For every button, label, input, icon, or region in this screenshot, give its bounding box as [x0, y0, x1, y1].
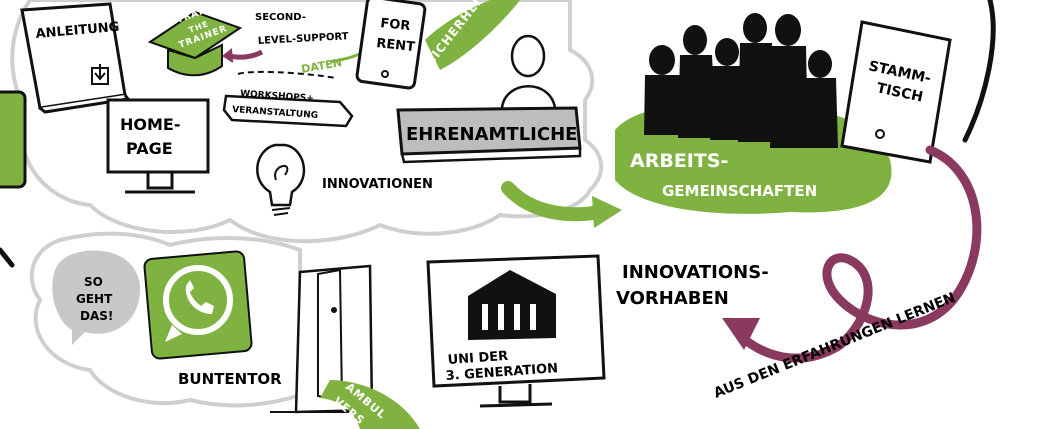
university-building-icon — [468, 270, 556, 340]
graduation-cap-icon — [147, 10, 243, 77]
for-label: FOR — [380, 16, 411, 34]
people-group-icon — [644, 13, 838, 148]
level-support-label: LEVEL-SUPPORT — [258, 31, 349, 47]
door-icon — [270, 264, 400, 414]
sicherheit-banner — [425, 0, 520, 70]
geht-label: GEHT — [76, 292, 113, 306]
page-label: PAGE — [126, 139, 173, 158]
ambulant-banner — [320, 380, 420, 429]
so-label: SO — [84, 275, 103, 289]
left-black-stroke — [0, 247, 15, 268]
ehrenamtliche-label: EHRENAMTLICHE — [406, 124, 577, 145]
second-label: SECOND- — [255, 12, 306, 23]
loop-arrow-icon — [735, 145, 982, 363]
vorhaben-label: VORHABEN — [616, 288, 729, 309]
whatsapp-icon — [143, 250, 253, 360]
person-icon — [500, 34, 557, 109]
home-label: HOME- — [120, 115, 180, 134]
book-icon — [20, 2, 131, 114]
tablet-icon — [355, 0, 427, 90]
arbeits-label: ARBEITS- — [630, 150, 728, 172]
right-frame-arc — [962, 0, 996, 143]
bottom-cloud — [29, 231, 302, 408]
innovations-label: INNOVATIONS- — [622, 262, 769, 283]
daten-label: DATEN — [300, 56, 343, 76]
uni-der-label: UNI DER — [447, 349, 508, 368]
das-label: DAS! — [80, 309, 113, 323]
innovationen-label: INNOVATIONEN — [322, 177, 433, 192]
lightbulb-icon — [256, 143, 306, 216]
monitor-icon — [106, 98, 210, 194]
green-arrow-icon — [501, 181, 607, 222]
daten-arrow-icon — [329, 52, 361, 64]
anleitung-label: ANLEITUNG — [35, 20, 120, 42]
workshops-board — [222, 70, 354, 128]
support-arrow-icon — [227, 49, 264, 60]
stammtisch-tablet-icon — [840, 20, 952, 164]
left-green-tab — [0, 90, 27, 189]
rent-label: RENT — [376, 36, 416, 55]
buntentor-label: BUNTENTOR — [178, 370, 282, 388]
gemeinschaften-label: GEMEINSCHAFTEN — [662, 182, 817, 200]
so-geht-das-bubble — [52, 250, 141, 345]
